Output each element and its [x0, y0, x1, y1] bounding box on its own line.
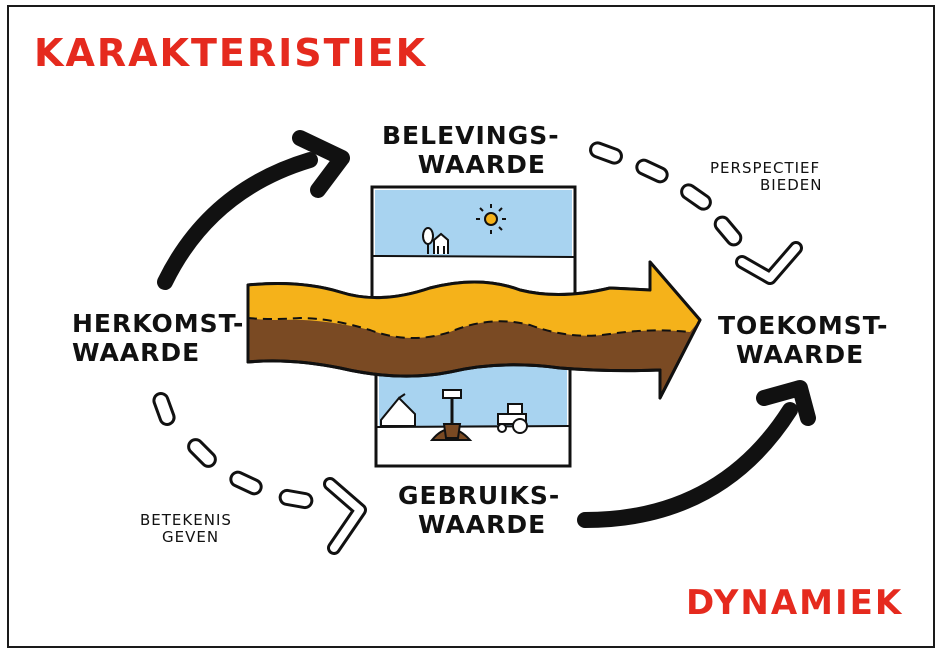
- farm-building-icon: [380, 393, 416, 427]
- annotation-betekenis-line2: GEVEN: [162, 528, 220, 547]
- dashed-arrow-lower: [152, 392, 367, 555]
- tractor-icon: [497, 403, 528, 434]
- arrow-dashed-line: [247, 316, 691, 339]
- title-dynamiek: DYNAMIEK: [686, 583, 904, 623]
- sun-icon: [476, 204, 506, 234]
- node-gebruikswaarde-line1: GEBRUIKS-: [398, 481, 561, 510]
- tree-house-icon: [422, 227, 449, 254]
- annotation-betekenis-geven: BETEKENIS GEVEN: [140, 511, 232, 547]
- annotation-betekenis-line1: BETEKENIS: [140, 511, 232, 529]
- annotation-perspectief-line2: BIEDEN: [760, 176, 823, 195]
- annotation-perspectief-bieden: PERSPECTIEF BIEDEN: [710, 159, 823, 195]
- annotation-perspectief-line1: PERSPECTIEF: [710, 159, 821, 177]
- node-toekomstwaarde-line2: WAARDE: [736, 339, 865, 369]
- node-toekomstwaarde: TOEKOMST- WAARDE: [718, 311, 889, 370]
- node-belevingswaarde-line1: BELEVINGS-: [382, 121, 560, 150]
- solid-arrow-upper: [157, 130, 350, 290]
- node-gebruikswaarde: GEBRUIKS- WAARDE: [398, 481, 561, 540]
- node-belevingswaarde: BELEVINGS- WAARDE: [382, 121, 560, 180]
- shovel-icon: [429, 389, 473, 441]
- landscape-arrow: [246, 260, 702, 400]
- node-gebruikswaarde-line2: WAARDE: [418, 509, 547, 539]
- solid-arrow-lower: [577, 380, 816, 528]
- title-karakteristiek: KARAKTERISTIEK: [34, 31, 428, 75]
- node-herkomstwaarde: HERKOMST- WAARDE: [72, 309, 245, 368]
- dashed-arrow-upper: [589, 141, 803, 285]
- node-herkomstwaarde-line2: WAARDE: [72, 337, 201, 367]
- sky-area: [375, 190, 572, 256]
- node-herkomstwaarde-line1: HERKOMST-: [72, 309, 245, 338]
- node-toekomstwaarde-line1: TOEKOMST-: [718, 311, 889, 340]
- arrow-yellow-layer: [248, 262, 700, 339]
- node-belevingswaarde-line2: WAARDE: [417, 149, 546, 179]
